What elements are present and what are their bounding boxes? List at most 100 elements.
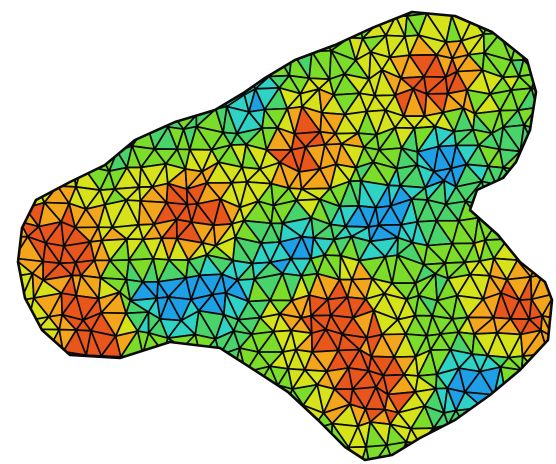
mesh-triangle [29, 12, 54, 19]
mesh-triangle [1, 41, 14, 52]
mesh-triangle [18, 448, 27, 460]
mesh-triangle [156, 366, 169, 394]
mesh-triangle [127, 88, 143, 117]
mesh-triangle [156, 351, 169, 374]
mesh-triangle [18, 40, 32, 57]
mesh-triangle [34, 38, 60, 57]
mesh-triangle [24, 124, 45, 149]
mesh-triangle [89, 55, 115, 71]
mesh-triangle [215, 12, 237, 23]
mesh-triangle [284, 35, 312, 53]
mesh-triangle [152, 16, 170, 43]
mesh-triangle [519, 150, 538, 172]
mesh-triangle [107, 106, 125, 135]
mesh-triangle [545, 33, 552, 58]
mesh-triangle [37, 124, 59, 152]
mesh-triangle [191, 366, 207, 388]
mesh-triangle [279, 38, 294, 61]
mesh-triangle [519, 169, 540, 189]
mesh-triangle [541, 143, 552, 168]
mesh-triangle [52, 150, 74, 166]
mesh-triangle [89, 107, 110, 129]
mesh-triangle [106, 373, 127, 392]
mesh-triangle [18, 371, 22, 387]
mesh-triangle [200, 427, 219, 448]
mesh-triangle [457, 427, 478, 444]
mesh-triangle [167, 87, 198, 116]
mesh-triangle [516, 21, 541, 43]
mesh-triangle [88, 49, 105, 71]
mesh-triangle [486, 183, 507, 207]
mesh-triangle [490, 15, 513, 35]
mesh-triangle [18, 299, 30, 322]
mesh-triangle [147, 372, 161, 396]
mesh-triangle [128, 352, 158, 375]
mesh-triangle [536, 50, 552, 76]
mesh-triangle [186, 425, 202, 444]
mesh-triangle [18, 421, 42, 451]
mesh-triangle [18, 12, 31, 20]
mesh-triangle [60, 402, 81, 433]
mesh-triangle [23, 421, 54, 449]
mesh-triangle [4, 128, 16, 151]
mesh-triangle [42, 402, 63, 432]
mesh-triangle [86, 12, 107, 22]
mesh-triangle [516, 239, 538, 262]
mesh-triangle [279, 406, 301, 430]
mesh-triangle [547, 201, 552, 225]
mesh-triangle [502, 422, 530, 450]
mesh-triangle [525, 17, 544, 43]
mesh-triangle [233, 16, 256, 43]
mesh-triangle [264, 441, 293, 460]
mesh-triangle [27, 386, 51, 411]
mesh-triangle [192, 410, 208, 430]
mesh-triangle [51, 12, 72, 21]
mesh-triangle [192, 386, 208, 414]
mesh-triangle [89, 68, 105, 97]
mesh-triangle [385, 12, 399, 18]
mesh-triangle [32, 164, 54, 188]
mesh-triangle [253, 424, 281, 444]
mesh-triangle [47, 53, 71, 71]
mesh-triangle [285, 404, 305, 430]
mesh-triangle [486, 200, 507, 223]
mesh-triangle [148, 422, 172, 450]
mesh-triangle [40, 349, 60, 371]
mesh-triangle [97, 390, 115, 412]
mesh-triangle [214, 31, 235, 59]
mesh-triangle [93, 429, 113, 450]
mesh-triangle [89, 68, 115, 96]
mesh-triangle [542, 448, 552, 460]
mesh-triangle [18, 205, 27, 223]
mesh-triangle [249, 12, 274, 16]
mesh-triangle [244, 365, 271, 395]
mesh-triangle [547, 90, 552, 108]
mesh-triangle [253, 13, 273, 43]
mesh-triangle [29, 88, 48, 112]
mesh-triangle [516, 441, 535, 460]
mesh-triangle [18, 205, 21, 223]
mesh-triangle [40, 441, 55, 460]
mesh-triangle [18, 167, 34, 186]
mesh-triangle [536, 241, 552, 262]
mesh-triangle [18, 106, 25, 130]
mesh-triangle [228, 405, 250, 423]
mesh-triangle [73, 17, 94, 39]
mesh-triangle [511, 15, 527, 39]
mesh-triangle [148, 392, 169, 408]
mesh-outline-layer [16, 10, 554, 462]
mesh-triangle [18, 446, 42, 460]
mesh-triangle [18, 447, 21, 460]
mesh-triangle [148, 442, 172, 460]
mesh-triangle [18, 404, 26, 427]
mesh-triangle [483, 410, 505, 429]
mesh-triangle [157, 105, 170, 128]
mesh-triangle [260, 35, 282, 61]
mesh-triangle [438, 440, 459, 460]
mesh-triangle [74, 68, 92, 97]
mesh-triangle [302, 428, 332, 451]
mesh-triangle [233, 370, 247, 395]
mesh-triangle [67, 89, 92, 117]
mesh-triangle [51, 17, 72, 40]
mesh-triangle [521, 441, 545, 460]
